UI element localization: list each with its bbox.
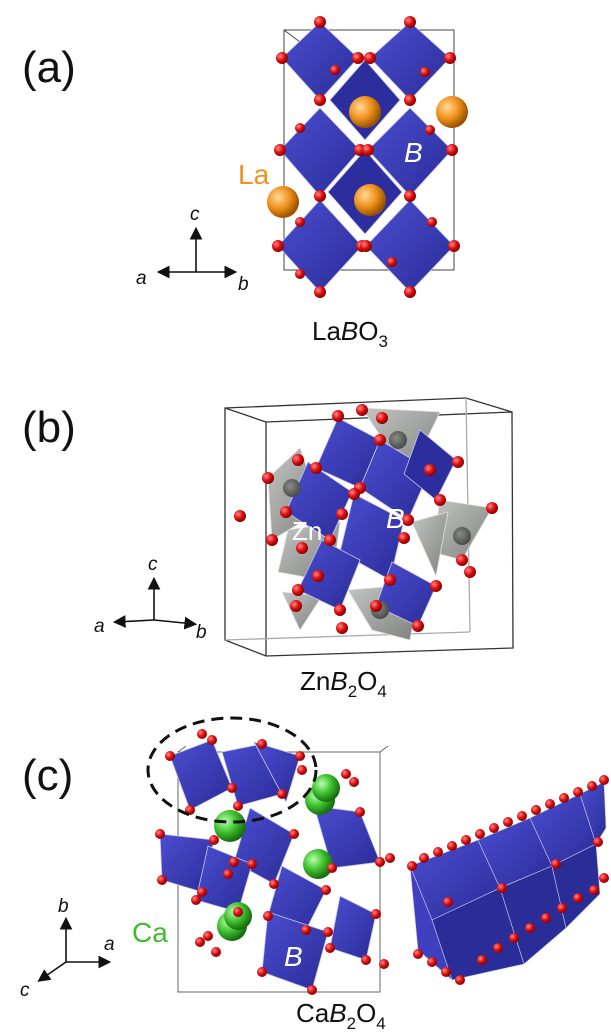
panel-a-label: (a) (22, 43, 76, 92)
panel-b-axis-c: c (148, 554, 158, 575)
panel-c-label: (c) (22, 751, 73, 800)
panel-c-ca-label: Ca (132, 917, 168, 948)
panel-b-oxygen-atoms (234, 404, 498, 634)
panel-a-axis-c: c (190, 204, 200, 225)
panel-c-axis-c: c (20, 980, 30, 1001)
panel-c-axis-b: b (58, 896, 69, 917)
panel-a-b-label: B (404, 137, 423, 168)
panel-c-ca-atoms (214, 774, 340, 941)
panel-c-b-label: B (284, 941, 303, 972)
panel-b-label: (b) (22, 403, 76, 452)
panel-b-b-label: B (386, 503, 405, 534)
panel-c-axes (37, 916, 112, 982)
panel-b-axis-b: b (196, 622, 207, 643)
panel-a-oxygen-atoms (272, 16, 460, 298)
panel-c-highlight-ellipse (146, 716, 318, 824)
panel-a-formula: LaBO3 (312, 316, 388, 351)
panel-b-zn-atoms (283, 431, 471, 619)
panel-c-octahedra (159, 739, 381, 991)
panel-a-la-atoms (267, 96, 468, 218)
panel-b: (b) (22, 397, 514, 701)
panel-b-zn-label: Zn (292, 516, 322, 546)
panel-c-formula: CaB2O4 (296, 998, 386, 1032)
panel-c-axis-a: a (104, 934, 115, 955)
panel-b-formula: ZnB2O4 (300, 666, 387, 701)
panel-c-oxygen-atoms (155, 729, 395, 995)
panel-a-axis-a: a (136, 268, 147, 289)
panel-a-axes (156, 226, 238, 279)
panel-c: (c) (20, 716, 609, 1032)
panel-a-axis-b: b (238, 274, 249, 295)
panel-b-octahedra (285, 417, 457, 627)
panel-b-axes (112, 576, 198, 630)
panel-a-la-label: La (238, 159, 270, 190)
panel-c-chain-view (407, 775, 609, 985)
panel-a: (a) (22, 16, 468, 351)
panel-b-axis-a: a (94, 616, 105, 637)
